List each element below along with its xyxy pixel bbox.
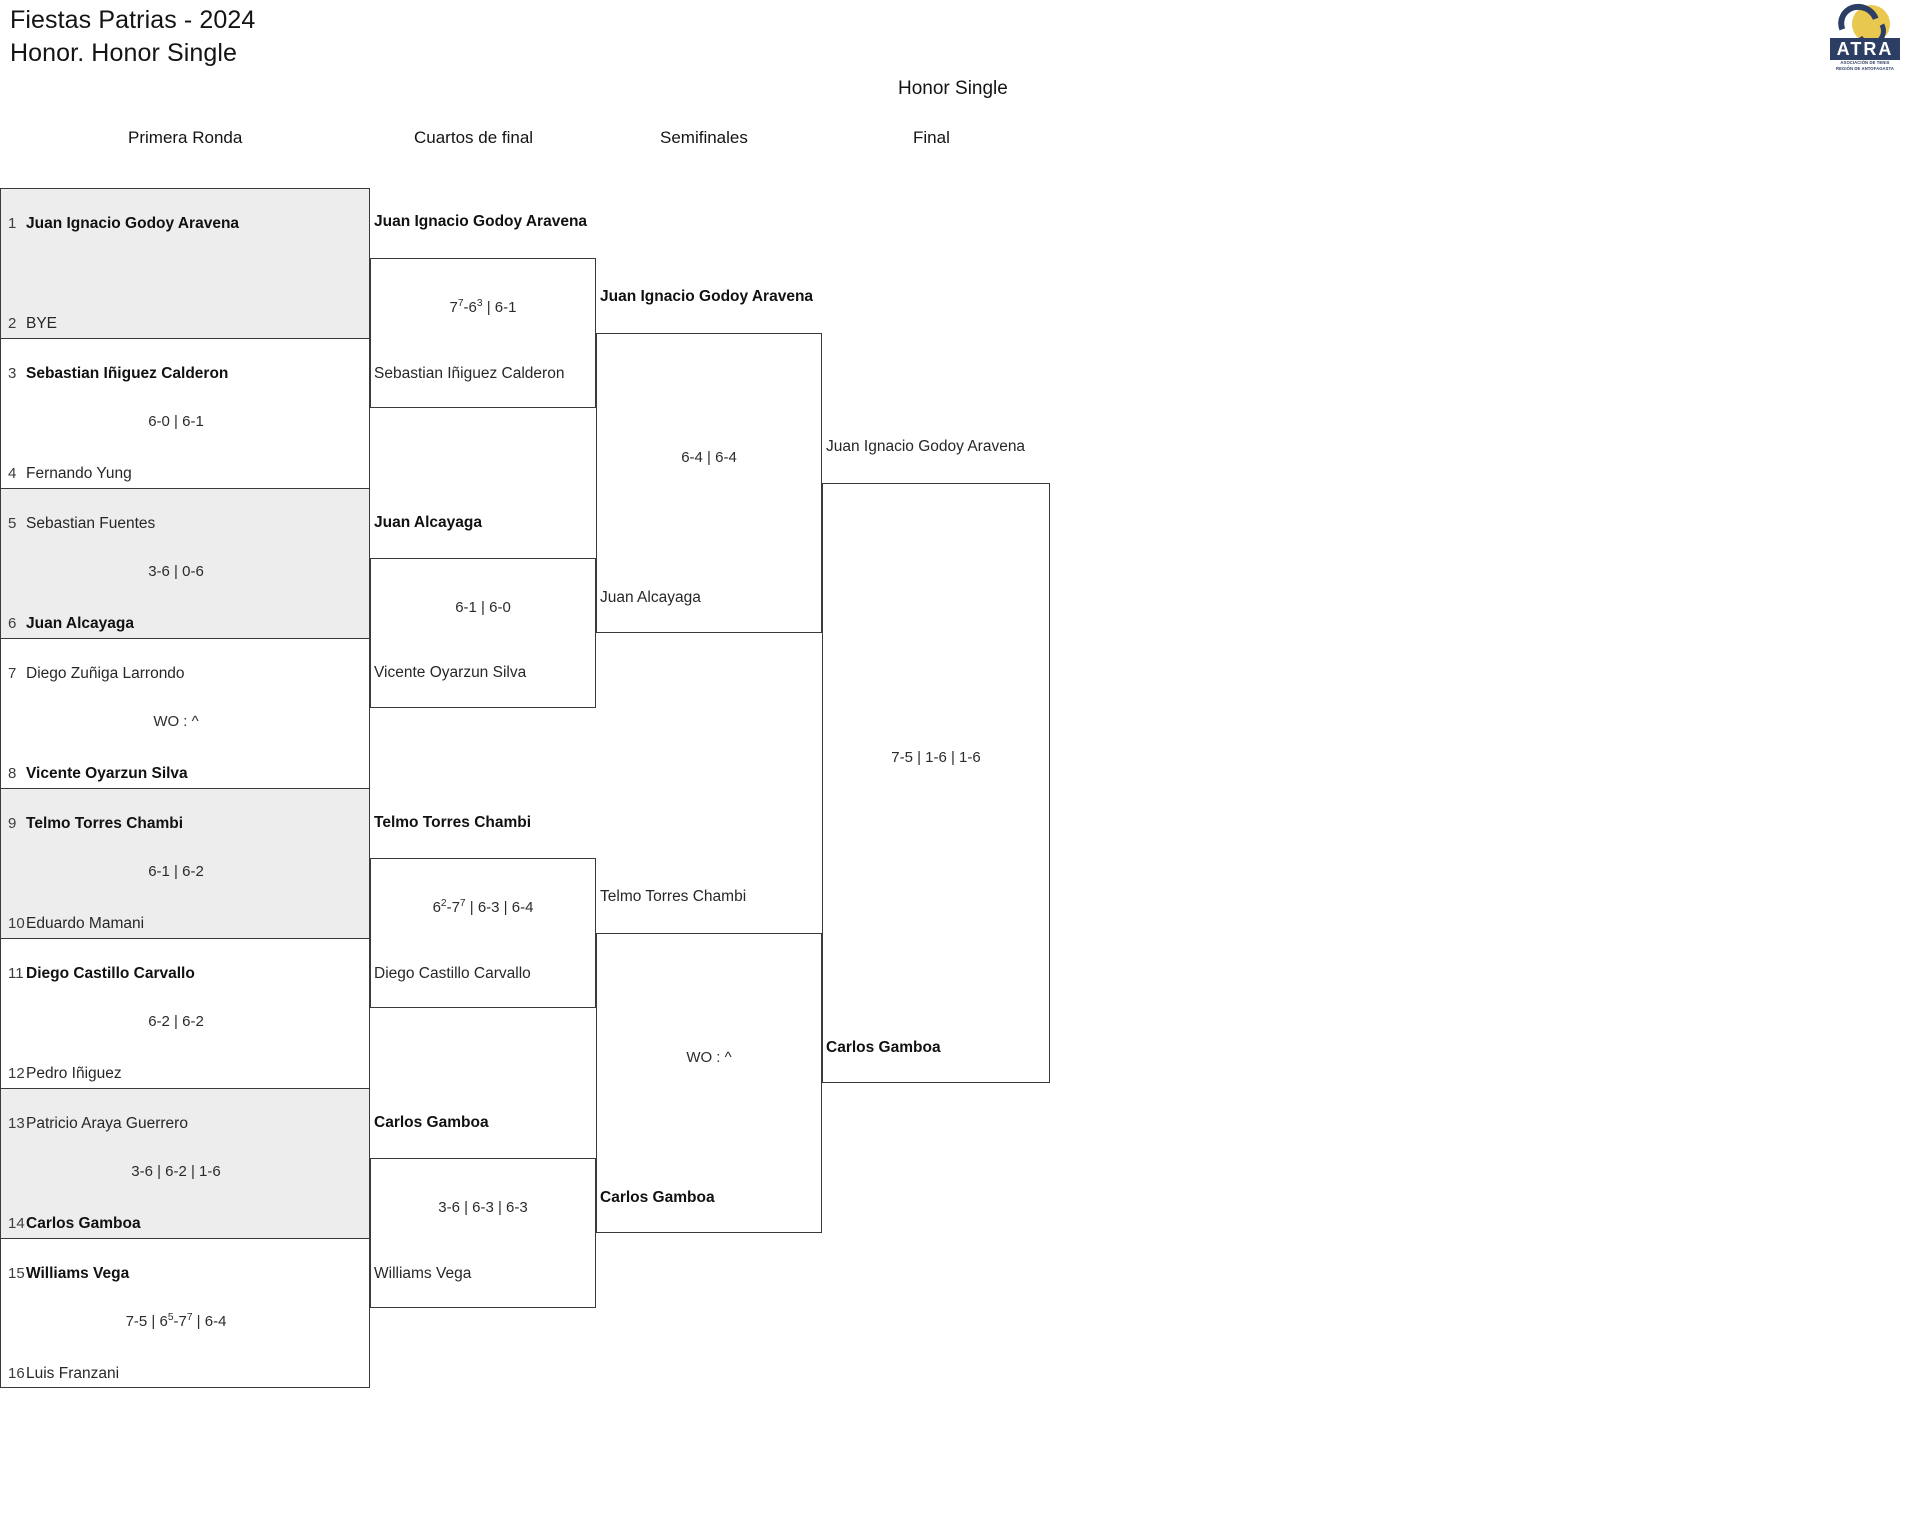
qf-advancing-player: Juan Ignacio Godoy Aravena bbox=[374, 213, 588, 230]
qf-losing-player: Sebastian Iñiguez Calderon bbox=[374, 365, 565, 382]
quarterfinal-match-box[interactable]: 77-63 | 6-1 bbox=[370, 258, 596, 408]
seed-number: 15 bbox=[8, 1265, 25, 1282]
qf-losing-player: Williams Vega bbox=[374, 1265, 472, 1282]
seed-number: 10 bbox=[8, 915, 25, 932]
table-row[interactable]: 13 Patricio Araya Guerrero 3-6 | 6-2 | 1… bbox=[1, 1089, 369, 1239]
seed-number: 14 bbox=[8, 1215, 25, 1232]
page-title: Fiestas Patrias - 2024 Honor. Honor Sing… bbox=[10, 4, 255, 70]
seed-number: 4 bbox=[8, 465, 17, 482]
table-row[interactable]: 11 Diego Castillo Carvallo 6-2 | 6-2 12 … bbox=[1, 939, 369, 1089]
quarterfinal-match-box[interactable]: 62-77 | 6-3 | 6-4 bbox=[370, 858, 596, 1008]
seed-number: 8 bbox=[8, 765, 17, 782]
match-score: 62-77 | 6-3 | 6-4 bbox=[432, 898, 534, 916]
draw-title: Honor Single bbox=[898, 78, 1008, 99]
player-name: Pedro Iñiguez bbox=[26, 1065, 122, 1082]
sf-losing-player: Telmo Torres Chambi bbox=[600, 888, 747, 905]
qf-losing-player: Vicente Oyarzun Silva bbox=[374, 664, 527, 681]
seed-number: 3 bbox=[8, 365, 17, 382]
qf-advancing-player: Juan Alcayaga bbox=[374, 514, 482, 531]
player-name: BYE bbox=[26, 315, 58, 332]
seed-number: 13 bbox=[8, 1115, 25, 1132]
player-name: Diego Castillo Carvallo bbox=[26, 965, 195, 982]
player-name: Carlos Gamboa bbox=[26, 1215, 141, 1232]
table-row[interactable]: 5 Sebastian Fuentes 3-6 | 0-6 6 Juan Alc… bbox=[1, 489, 369, 639]
quarterfinal-match-box[interactable]: 3-6 | 6-3 | 6-3 bbox=[370, 1158, 596, 1308]
player-name: Juan Alcayaga bbox=[26, 615, 134, 632]
table-row[interactable]: 7 Diego Zuñiga Larrondo WO : ^ 8 Vicente… bbox=[1, 639, 369, 789]
player-name: Telmo Torres Chambi bbox=[26, 815, 184, 832]
seed-number: 5 bbox=[8, 515, 17, 532]
qf-losing-player: Diego Castillo Carvallo bbox=[374, 965, 531, 982]
player-name: Eduardo Mamani bbox=[26, 915, 145, 932]
player-name: Williams Vega bbox=[26, 1265, 130, 1282]
sf-advancing-player: Juan Ignacio Godoy Aravena bbox=[600, 288, 814, 305]
match-score: 7-5 | 1-6 | 1-6 bbox=[891, 749, 981, 766]
player-name: Vicente Oyarzun Silva bbox=[26, 765, 188, 782]
seed-number: 11 bbox=[8, 965, 24, 982]
player-name: Sebastian Fuentes bbox=[26, 515, 156, 532]
tournament-name: Fiestas Patrias - 2024 bbox=[10, 6, 256, 34]
table-row[interactable]: 15 Williams Vega 7-5 | 65-77 | 6-4 16 Lu… bbox=[1, 1239, 369, 1389]
player-name: Patricio Araya Guerrero bbox=[26, 1115, 188, 1132]
match-score: 3-6 | 6-3 | 6-3 bbox=[438, 1199, 528, 1216]
seed-number: 7 bbox=[8, 665, 17, 682]
logo-subtitle-line1: ASOCIACIÓN DE TENIS bbox=[1840, 60, 1890, 65]
match-score: 6-2 | 6-2 bbox=[148, 1013, 204, 1030]
round-header-cuartos-de-final: Cuartos de final bbox=[414, 128, 534, 147]
logo-wordmark: ATRA bbox=[1830, 38, 1900, 60]
seed-number: 6 bbox=[8, 615, 17, 632]
player-name: Fernando Yung bbox=[26, 465, 132, 482]
player-name: Diego Zuñiga Larrondo bbox=[26, 665, 185, 682]
table-row[interactable]: 9 Telmo Torres Chambi 6-1 | 6-2 10 Eduar… bbox=[1, 789, 369, 939]
match-score: WO : ^ bbox=[153, 713, 199, 730]
match-score: 3-6 | 6-2 | 1-6 bbox=[131, 1163, 221, 1180]
logo-subtitle-line2: REGIÓN DE ANTOFAGASTA bbox=[1835, 66, 1895, 72]
seed-number: 1 bbox=[8, 215, 17, 232]
round-header-final: Final bbox=[913, 128, 950, 147]
table-row[interactable]: 3 Sebastian Iñiguez Calderon 6-0 | 6-1 4… bbox=[1, 339, 369, 489]
atra-logo: ATRA ASOCIACIÓN DE TENIS REGIÓN DE ANTOF… bbox=[1826, 0, 1904, 76]
match-score: 6-1 | 6-0 bbox=[455, 599, 511, 616]
player-name: Juan Ignacio Godoy Aravena bbox=[26, 215, 240, 232]
seed-number: 12 bbox=[8, 1065, 25, 1082]
player-name: Sebastian Iñiguez Calderon bbox=[26, 365, 229, 382]
match-score: 3-6 | 0-6 bbox=[148, 563, 204, 580]
sf-advancing-player: Carlos Gamboa bbox=[600, 1189, 715, 1206]
match-score: WO : ^ bbox=[686, 1049, 732, 1066]
logo-subtitle: ASOCIACIÓN DE TENIS REGIÓN DE ANTOFAGAST… bbox=[1830, 60, 1900, 73]
semifinal-match-box[interactable]: 6-4 | 6-4 bbox=[596, 333, 822, 633]
player-name: Luis Franzani bbox=[26, 1365, 120, 1382]
final-runner-up: Juan Ignacio Godoy Aravena bbox=[826, 438, 1026, 455]
round1-column: 1 Juan Ignacio Godoy Aravena 2 BYE 3 Seb… bbox=[0, 188, 370, 1388]
final-champion: Carlos Gamboa bbox=[826, 1039, 941, 1056]
match-score: 6-4 | 6-4 bbox=[681, 449, 737, 466]
table-row[interactable]: 1 Juan Ignacio Godoy Aravena 2 BYE bbox=[1, 189, 369, 339]
round-header-primera-ronda: Primera Ronda bbox=[128, 128, 243, 147]
semifinal-match-box[interactable]: WO : ^ bbox=[596, 933, 822, 1233]
match-score: 6-0 | 6-1 bbox=[148, 413, 204, 430]
tennis-ball-icon bbox=[1852, 5, 1890, 43]
quarterfinal-match-box[interactable]: 6-1 | 6-0 bbox=[370, 558, 596, 708]
final-match-box[interactable]: 7-5 | 1-6 | 1-6 bbox=[822, 483, 1050, 1083]
round-header-semifinales: Semifinales bbox=[660, 128, 748, 147]
seed-number: 2 bbox=[8, 315, 17, 332]
qf-advancing-player: Carlos Gamboa bbox=[374, 1114, 489, 1131]
sf-losing-player: Juan Alcayaga bbox=[600, 589, 701, 606]
seed-number: 16 bbox=[8, 1365, 25, 1382]
match-score: 77-63 | 6-1 bbox=[449, 298, 517, 316]
qf-advancing-player: Telmo Torres Chambi bbox=[374, 814, 532, 831]
match-score: 6-1 | 6-2 bbox=[148, 863, 204, 880]
seed-number: 9 bbox=[8, 815, 17, 832]
match-score: 7-5 | 65-77 | 6-4 bbox=[125, 1312, 227, 1330]
category-name: Honor. Honor Single bbox=[10, 39, 238, 67]
